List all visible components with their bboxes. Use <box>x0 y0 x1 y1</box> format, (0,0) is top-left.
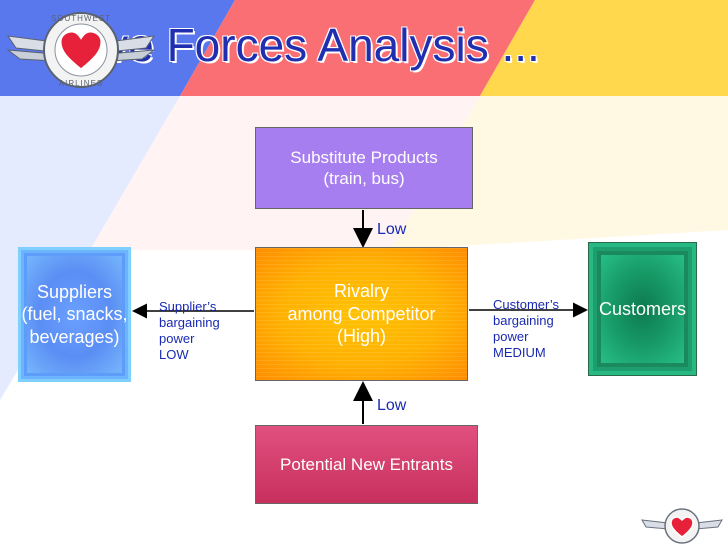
entrants-line1: Potential New Entrants <box>280 454 453 474</box>
substitute-line1: Substitute Products <box>290 147 438 167</box>
customer-bargaining-power-label: Customer’s bargaining power MEDIUM <box>493 297 559 360</box>
footer-heart-icon <box>670 516 694 538</box>
suppliers-line3: beverages) <box>29 326 120 347</box>
rivalry-line1: Rivalry <box>333 281 389 302</box>
page-title: ive Forces Analysis ... <box>95 19 540 71</box>
rivalry-line2: among Competitor <box>287 303 436 324</box>
suppliers-line1: Suppliers <box>36 281 113 302</box>
suppliers-line2: (fuel, snacks, <box>21 304 128 325</box>
substitute-products-box: Substitute Products (train, bus) <box>255 127 473 209</box>
southwest-logo: SOUTHWEST AIRLINES <box>6 12 156 88</box>
suppliers-box: Suppliers (fuel, snacks, beverages) <box>18 247 131 382</box>
substitute-line2: (train, bus) <box>323 169 405 188</box>
svg-text:AIRLINES: AIRLINES <box>59 79 103 88</box>
customers-box: Customers <box>588 242 697 376</box>
customers-line1: Customers <box>598 298 687 319</box>
heart-icon <box>58 29 104 72</box>
low-label-substitute: Low <box>377 221 407 238</box>
footer-logo <box>641 508 723 544</box>
rivalry-line3: (High) <box>336 326 386 347</box>
svg-text:SOUTHWEST: SOUTHWEST <box>51 14 111 23</box>
low-label-entrants: Low <box>377 397 407 414</box>
potential-new-entrants-box: Potential New Entrants <box>255 425 478 504</box>
supplier-bargaining-power-label: Supplier’s bargaining power LOW <box>159 299 220 362</box>
rivalry-box: Rivalry among Competitor (High) <box>255 247 468 381</box>
